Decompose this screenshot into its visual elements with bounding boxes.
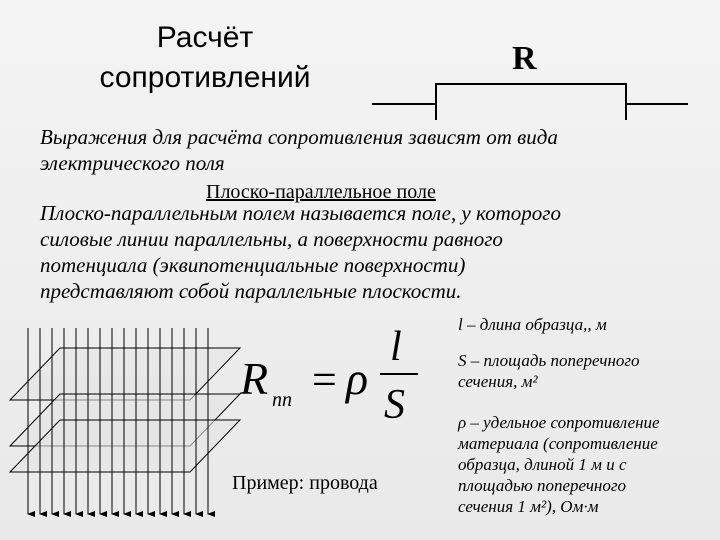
legend-rho-line-5: сечения 1 м²), Ом·м (458, 497, 599, 516)
intro-line-2: электрического поля (40, 151, 225, 175)
legend-resistivity: ρ – удельное сопротивление материала (со… (458, 412, 660, 517)
legend-rho-line-4: площадью поперечного (458, 476, 626, 495)
example-caption: Пример: провода (232, 472, 378, 494)
formula-r: R (239, 353, 268, 404)
resistance-formula: R пп = ρ l S (239, 324, 418, 428)
formula-numerator: l (390, 324, 402, 370)
resistor-symbol (372, 83, 688, 120)
legend-area-line-2: сечения, м² (458, 372, 538, 391)
section-subheading: Плоско-параллельное поле (206, 181, 436, 203)
formula-denominator: S (384, 382, 405, 428)
formula-subscript: пп (272, 389, 292, 411)
title-line-1: Расчёт (156, 21, 254, 54)
definition-text: Плоско-параллельным полем называется пол… (40, 200, 561, 304)
definition-line-4: представляют собой параллельные плоскост… (40, 279, 462, 303)
legend-length: l – длина образца,, м (458, 315, 607, 334)
legend-rho-line-1: ρ – удельное сопротивление (458, 413, 660, 432)
legend-area: S – площадь поперечного сечения, м² (458, 350, 640, 392)
definition-line-1: Плоско-параллельным полем называется пол… (40, 201, 561, 225)
definition-line-2: силовые линии параллельны, а поверхности… (40, 227, 503, 251)
legend-rho-line-3: образца, длиной 1 м и с (458, 455, 627, 474)
intro-line-1: Выражения для расчёта сопротивления зави… (40, 125, 558, 149)
intro-text: Выражения для расчёта сопротивления зави… (40, 124, 558, 176)
formula-equals: = (312, 355, 337, 404)
definition-line-3: потенциала (эквипотенциальные поверхност… (40, 253, 466, 277)
slide-title: Расчёт сопротивлений (60, 18, 350, 98)
parallel-planes-illustration (8, 328, 242, 517)
resistor-label: R (512, 40, 537, 77)
legend-area-line-1: S – площадь поперечного (458, 351, 640, 370)
legend-rho-line-2: материала (сопротивление (458, 434, 658, 453)
title-line-2: сопротивлений (99, 61, 311, 94)
formula-rho: ρ (344, 353, 368, 404)
